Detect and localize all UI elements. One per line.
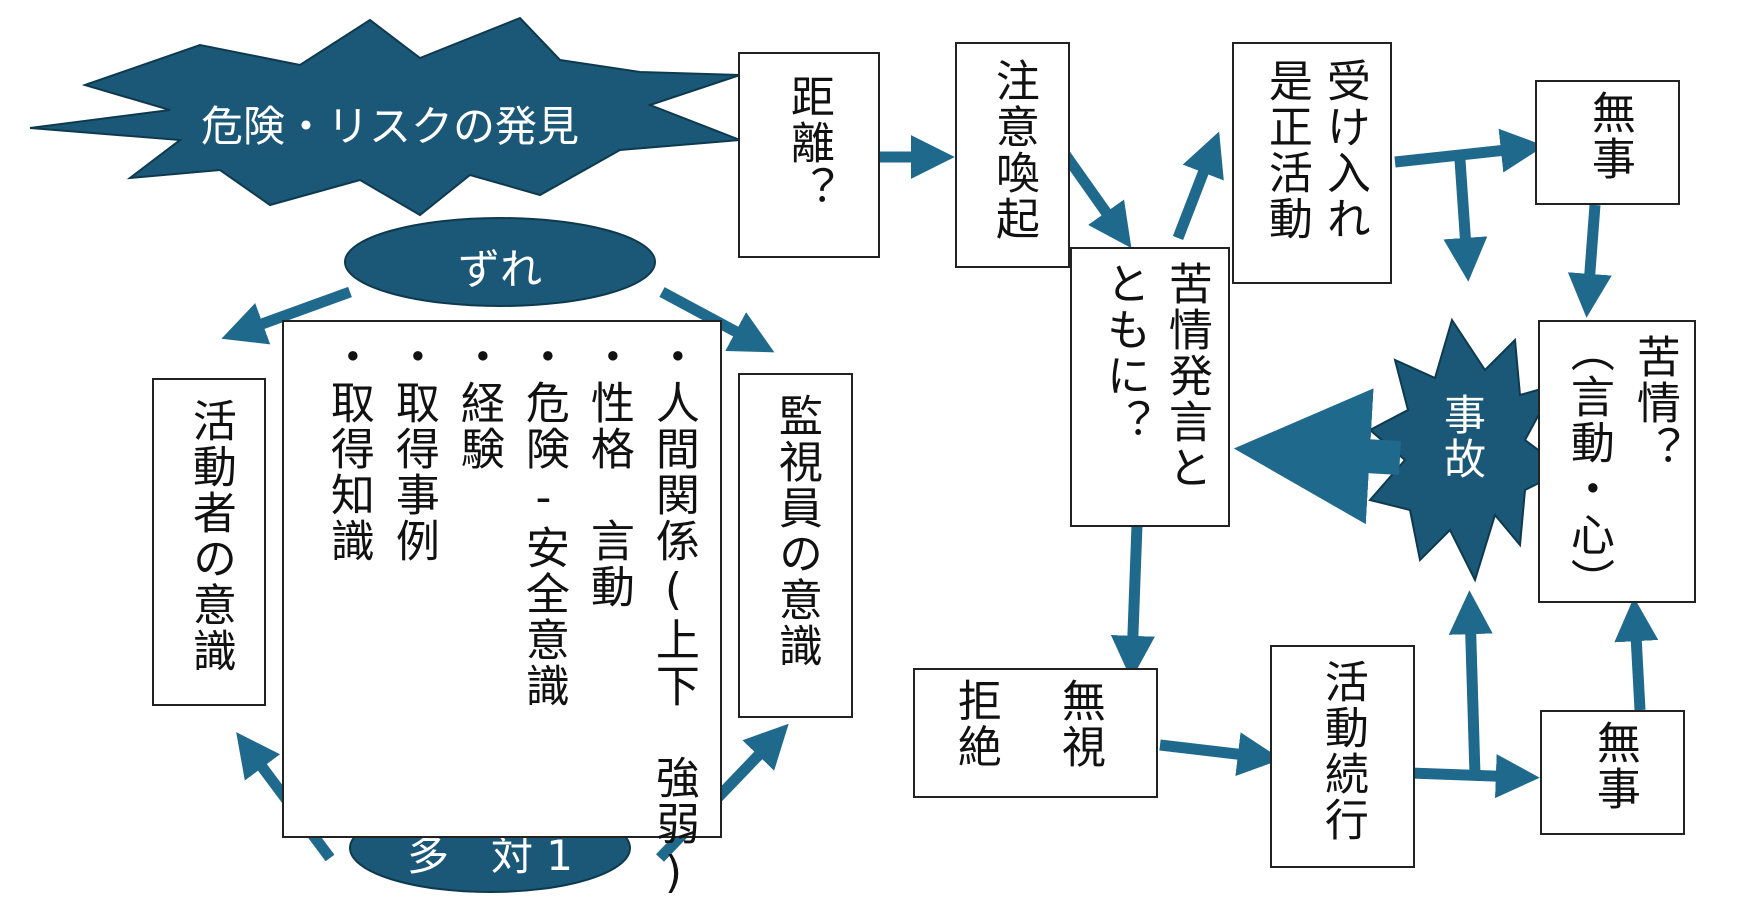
factor-cases: ・取得事例 [387,334,439,564]
arrow-gap-to-actor [221,286,352,345]
safe-top-label: 無事 [1583,90,1635,182]
complaint-mind-box: 苦情？ （言動・心） [1538,320,1696,604]
reject-label: 無視 [1053,678,1105,770]
warning-label: 注意喚起 [987,58,1039,242]
factor-personality: ・性格 言動 [582,334,634,610]
safe-bottom-box: 無事 [1540,710,1685,835]
arrow-accept-to-safe [1394,128,1545,173]
factor-safety-awareness: ・危険‐安全意識 [517,334,569,709]
accept-line-1: 受け入れ [1318,58,1370,242]
actor-box: 活動者の意識 [152,378,266,706]
accident-burst [1368,317,1567,583]
arrow-gap-to-monitor [659,287,775,353]
arrow-safe-to-complaint-mind-bottom [1614,597,1659,711]
arrow-complaint-to-accept [1172,131,1224,240]
gap-ellipse [344,217,656,307]
warning-box: 注意喚起 [955,42,1070,268]
arrow-accept-to-accident [1443,159,1488,282]
arrow-continue-to-safe [1409,754,1540,799]
arrow-safe-to-complaint-mind [1567,204,1612,318]
ignore-label: 拒絶 [949,678,1001,770]
arrow-accident-to-complaint [1233,388,1401,525]
distance-box: 距離？ [738,52,880,258]
monitor-box: 監視員の意識 [738,373,853,718]
factor-experience: ・経験 [452,334,504,472]
continue-box: 活動続行 [1270,645,1415,868]
complaint-mind-line-2: （言動・心） [1562,328,1614,604]
complaint-together-box: 苦情発言と ともに？ [1070,247,1230,527]
continue-label: 活動続行 [1316,659,1368,843]
complaint-together-line-2: ともに？ [1098,261,1150,445]
factor-relationship: ・人間関係(上下 強弱) [647,334,699,900]
safe-top-box: 無事 [1535,80,1680,205]
complaint-mind-line-1: 苦情？ [1628,334,1680,472]
factor-knowledge: ・取得知識 [322,334,374,564]
accept-line-2: 是正活動 [1260,58,1312,242]
reject-box: 無視 拒絶 [913,668,1158,798]
monitor-label: 監視員の意識 [770,393,822,669]
actor-label: 活動者の意識 [184,398,236,674]
gap-label: ずれ [457,245,542,294]
accept-box: 受け入れ 是正活動 [1232,42,1392,284]
arrow-complaint-to-reject [1110,524,1155,680]
accident-label: 事故 [1437,393,1487,481]
complaint-together-line-1: 苦情発言と [1160,261,1212,491]
many-to-one-label: 多 対 1 [406,831,574,880]
distance-label: 距離？ [782,74,834,212]
arrow-continue-to-accident [1448,590,1493,776]
risk-discovery-burst [29,16,741,217]
arrow-reject-to-continue [1159,732,1282,777]
safe-bottom-label: 無事 [1588,720,1640,812]
risk-discovery-label: 危険・リスクの発見 [200,102,579,151]
factors-box: ・人間関係(上下 強弱) ・性格 言動 ・危険‐安全意識 ・経験 ・取得事例 ・… [282,320,722,900]
